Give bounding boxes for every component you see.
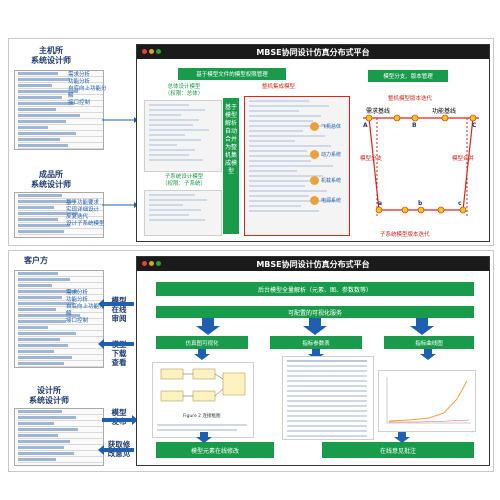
role-product-designer: 成品所 系统设计师 — [31, 170, 71, 189]
node-label: A — [363, 122, 368, 129]
model-merge-label: 模型合并 — [452, 156, 475, 162]
model-tree-customer[interactable] — [14, 270, 104, 368]
model-tree-product[interactable] — [14, 192, 104, 238]
node-label: b — [418, 200, 423, 207]
avatar — [310, 150, 319, 159]
auto-merge-bar — [223, 98, 239, 234]
customer-features: 需求分析 功能分析 自底向上功能分解 接口控制 — [66, 290, 105, 324]
role-host-designer: 主机所 系统设计师 — [31, 46, 71, 65]
action-get-feedback: 获取修 改意见 — [107, 440, 131, 458]
view-indicator-curve[interactable]: 指标曲线图 — [384, 336, 474, 349]
model-tree-design[interactable] — [14, 408, 104, 466]
maximize-dot-icon[interactable] — [156, 261, 161, 266]
bottom-window-title: MBSE协同设计仿真分布式平台 — [256, 260, 370, 269]
figure-caption: Figure 2 连接框图 — [183, 414, 221, 419]
top-window-title: MBSE协同设计仿真分布式平台 — [256, 48, 370, 57]
visual-service-bar: 可配置的可视化服务 — [156, 306, 474, 318]
overall-design-model-label: 总体设计模型 （权限：总体） — [164, 84, 204, 97]
person-name: 电源系统 — [321, 198, 342, 204]
bottom-bar-arrows — [196, 432, 410, 443]
product-features: 基于功能要求 实现详细设计 反复迭代 设计子系统模型 — [66, 200, 105, 227]
avatar — [310, 122, 319, 131]
person-name: 机载系统 — [321, 178, 342, 184]
permission-management-box: 基于模型文件的模型权限管理 — [178, 68, 286, 80]
minimize-dot-icon[interactable] — [149, 261, 154, 266]
model-branch-label: 模型分支 — [360, 156, 383, 162]
role-design-institute: 设计所 系统设计师 — [29, 386, 69, 405]
maximize-dot-icon[interactable] — [156, 49, 161, 54]
auto-merge-text: 基于模型解析自动合并为整机集成模型 — [224, 104, 237, 175]
bottom-connector-arrows — [98, 299, 138, 455]
host-features: 需求分析 功能分析 自底向上功能分解 接口控制 — [68, 72, 107, 106]
view-simulation-diagram[interactable]: 仿真图可视化 — [156, 336, 248, 349]
online-element-edit-bar[interactable]: 模型元素在线修改 — [156, 442, 274, 458]
minimize-dot-icon[interactable] — [149, 49, 154, 54]
line-chart-icon — [386, 377, 471, 424]
version-graph — [363, 114, 479, 218]
indicator-curve-preview — [378, 370, 476, 432]
view-parameter-table[interactable]: 指标参数表 — [270, 336, 362, 349]
person-name: 动力系统 — [321, 152, 342, 158]
node-label: a — [378, 200, 383, 207]
node-label: B — [412, 122, 417, 129]
node-label: c — [458, 200, 462, 207]
close-dot-icon[interactable] — [142, 49, 147, 54]
function-baseline-label: 功能基线 — [432, 108, 457, 115]
node-label: C — [472, 122, 477, 129]
action-online-review: 模型 在线 审阅 — [111, 296, 127, 323]
person-name: 飞机总体 — [321, 124, 342, 130]
overall-model-tree[interactable] — [144, 100, 222, 172]
integrated-model-label: 整机集成模型 — [262, 84, 296, 90]
top-connector-arrows — [102, 117, 138, 208]
block-diagram-icon — [160, 368, 246, 402]
avatar — [310, 176, 319, 185]
service-arrows — [196, 318, 434, 335]
subsystem-version-label: 子系统模型版本迭代 — [380, 232, 430, 238]
simulation-diagram-preview: Figure 2 连接框图 — [152, 362, 254, 438]
version-management-box: 模型分支、版本管理 — [368, 70, 448, 82]
bottom-titlebar: MBSE协同设计仿真分布式平台 — [137, 257, 489, 271]
subsystem-design-model-label: 子系统设计模型 （权限：子系统） — [161, 174, 206, 187]
model-parse-bar: 后台模型全量解析（元素、图、参数数等） — [156, 282, 474, 296]
top-titlebar: MBSE协同设计仿真分布式平台 — [137, 45, 489, 59]
close-dot-icon[interactable] — [142, 261, 147, 266]
model-tree-host[interactable] — [14, 70, 104, 150]
online-annotation-bar[interactable]: 在线意见批注 — [322, 442, 474, 458]
parameter-table-preview — [282, 356, 374, 440]
view-arrows — [194, 349, 436, 360]
requirement-baseline-label: 需求基线 — [366, 108, 391, 115]
integrated-model-tree[interactable] — [244, 96, 350, 236]
subsystem-model-tree[interactable] — [144, 190, 222, 236]
machine-version-label: 整机模型版本迭代 — [388, 96, 433, 102]
avatar — [310, 196, 319, 205]
role-customer: 客户方 — [24, 256, 48, 265]
